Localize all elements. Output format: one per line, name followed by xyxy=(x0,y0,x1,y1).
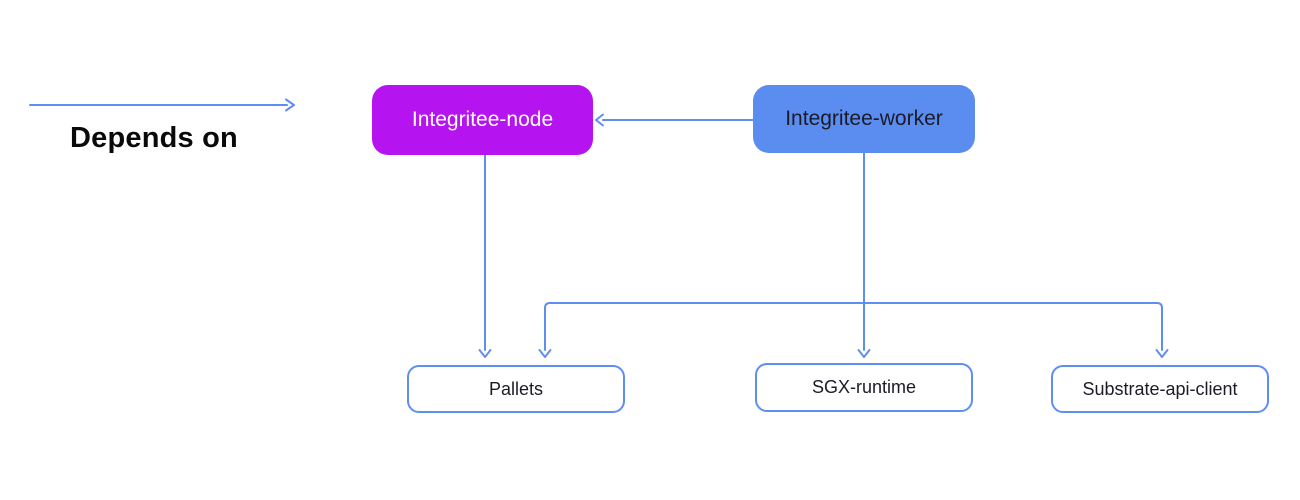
node-substrate-api-client-label: Substrate-api-client xyxy=(1082,378,1238,399)
node-pallets-label: Pallets xyxy=(488,378,544,399)
legend-arrow xyxy=(29,98,295,112)
legend-label: Depends on xyxy=(70,122,238,154)
edge-worker-to-node xyxy=(595,113,754,127)
node-integritee-worker-label: Integritee-worker xyxy=(785,107,943,130)
node-integritee-node: Integritee-node xyxy=(372,85,593,155)
node-sgx-runtime: SGX-runtime xyxy=(755,363,973,412)
node-pallets: Pallets xyxy=(407,365,625,413)
node-substrate-api-client: Substrate-api-client xyxy=(1051,365,1269,413)
edge-worker-to-sgx xyxy=(857,152,871,358)
edge-worker-to-substrate xyxy=(863,302,1169,358)
node-integritee-worker: Integritee-worker xyxy=(753,85,975,153)
edge-worker-to-pallets xyxy=(538,302,865,358)
node-sgx-runtime-label: SGX-runtime xyxy=(811,377,917,397)
edge-node-to-pallets xyxy=(478,154,492,358)
node-integritee-node-label: Integritee-node xyxy=(411,108,554,131)
